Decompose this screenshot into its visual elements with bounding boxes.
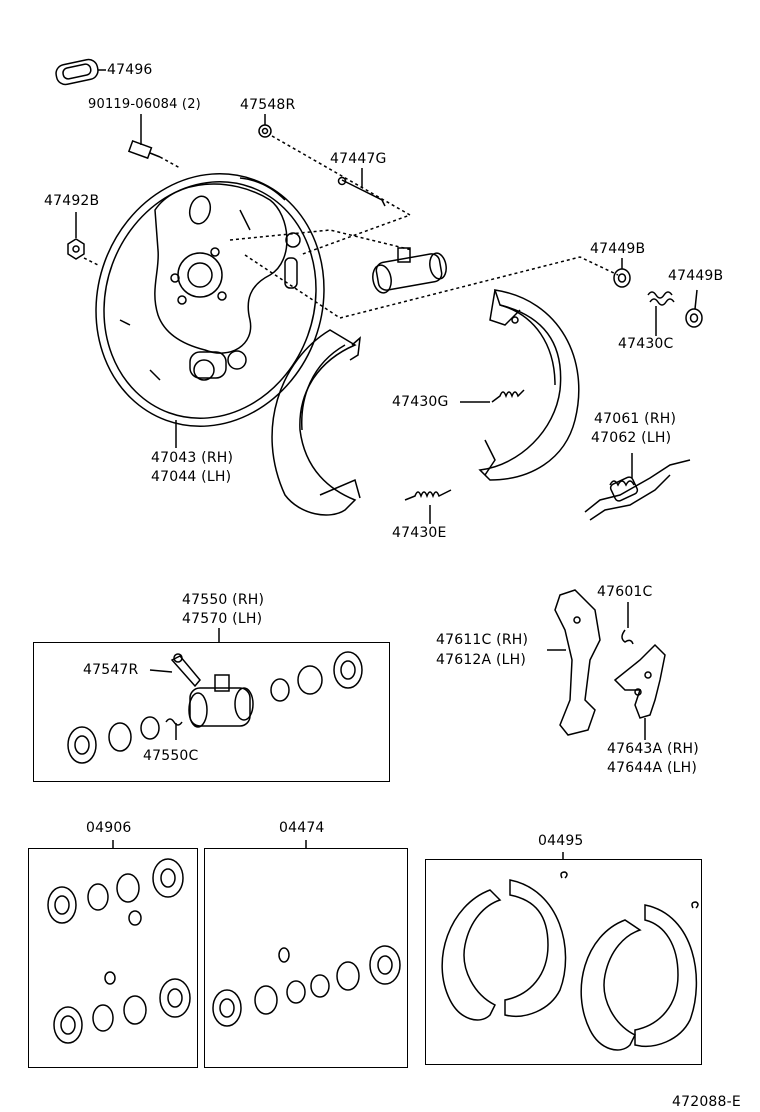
label-90119: 90119-06084 (2) — [88, 97, 201, 112]
label-47548r: 47548R — [240, 97, 296, 113]
part-47601c-clip[interactable] — [621, 629, 634, 645]
label-47547r: 47547R — [83, 662, 139, 678]
part-wheel-cylinder-assembly[interactable] — [67, 628, 363, 764]
leader-47547r — [149, 669, 173, 673]
label-47550c: 47550C — [143, 748, 199, 764]
label-47492b: 47492B — [44, 193, 100, 209]
dash-47492b — [83, 257, 101, 267]
label-47644a: 47644A (LH) — [607, 760, 698, 776]
label-47611c: 47611C (RH) — [436, 632, 529, 648]
label-47430g: 47430G — [392, 394, 449, 410]
part-47447g-pin[interactable] — [337, 176, 386, 207]
part-47496-plug[interactable] — [54, 58, 99, 86]
part-47449b-boot-b[interactable] — [685, 308, 703, 328]
part-47611c-lever[interactable] — [554, 589, 601, 736]
label-47430e: 47430E — [392, 525, 447, 541]
label-47570: 47570 (LH) — [182, 611, 263, 627]
label-47044: 47044 (LH) — [151, 469, 232, 485]
kit-box-04906[interactable] — [28, 848, 198, 1068]
part-47430c-spring[interactable] — [647, 291, 675, 306]
label-47061: 47061 (RH) — [594, 411, 677, 427]
label-47449b-b: 47449B — [668, 268, 724, 284]
part-backing-plate[interactable] — [61, 141, 359, 458]
label-47601c: 47601C — [597, 584, 653, 600]
label-47430c: 47430C — [618, 336, 674, 352]
label-kit-04474: 04474 — [279, 820, 325, 836]
part-47449b-boot-a[interactable] — [613, 268, 631, 288]
label-kit-04495: 04495 — [538, 833, 584, 849]
kit-box-04474[interactable] — [204, 848, 408, 1068]
label-47449b-a: 47449B — [590, 241, 646, 257]
part-47061-adjuster[interactable] — [584, 453, 691, 521]
label-47043: 47043 (RH) — [151, 450, 234, 466]
dash-plate-1 — [229, 229, 413, 251]
part-wheel-cylinder-top[interactable] — [371, 247, 448, 294]
part-47492b-nut[interactable] — [67, 238, 85, 260]
diagram-code: 472088-E — [672, 1094, 741, 1110]
label-47612a: 47612A (LH) — [436, 652, 527, 668]
part-47643a-plate[interactable] — [613, 643, 666, 719]
label-47447g: 47447G — [330, 151, 387, 167]
label-47496: 47496 — [107, 62, 153, 78]
dash-90119 — [159, 156, 181, 169]
part-47430e-spring[interactable] — [404, 489, 452, 501]
kit-box-04495[interactable] — [425, 859, 702, 1065]
part-47547r-bleeder[interactable] — [170, 653, 201, 688]
leader-47449b-b — [694, 289, 698, 310]
dash-plate-2 — [244, 254, 619, 319]
part-47548r[interactable] — [258, 124, 272, 138]
part-90119-bolt[interactable] — [127, 139, 161, 160]
kit-04474-parts — [212, 945, 401, 1027]
kit-04495-parts — [441, 871, 699, 1051]
assembly-box-47550 — [33, 642, 390, 782]
label-kit-04906: 04906 — [86, 820, 132, 836]
label-47643a: 47643A (RH) — [607, 741, 699, 757]
label-47062: 47062 (LH) — [591, 430, 672, 446]
part-brake-shoe-right[interactable] — [478, 289, 580, 481]
label-47550: 47550 (RH) — [182, 592, 265, 608]
part-47430g-spring[interactable] — [491, 389, 525, 403]
part-brake-shoe-left[interactable] — [271, 329, 361, 516]
kit-04906-parts — [47, 858, 191, 1044]
